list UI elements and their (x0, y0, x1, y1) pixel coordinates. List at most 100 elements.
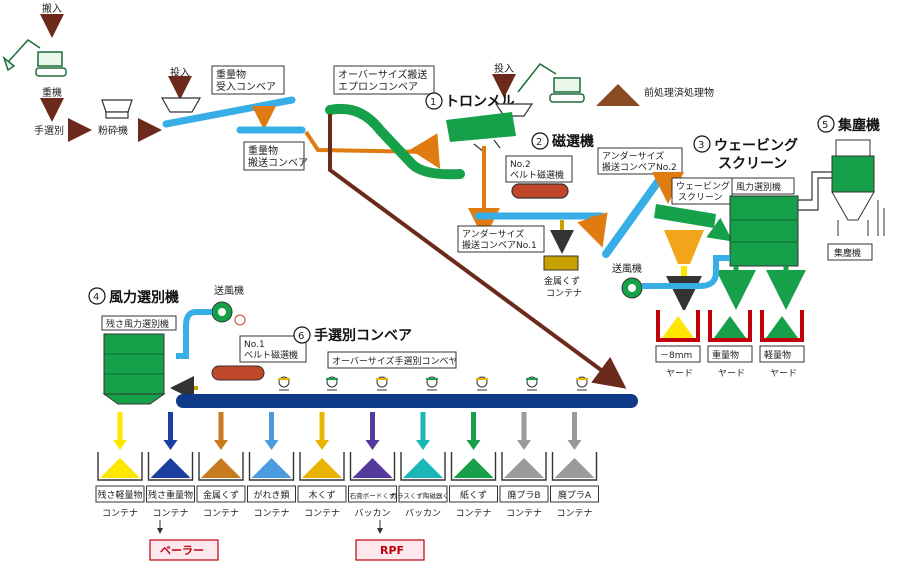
worker-icon (526, 376, 538, 391)
yard-sub: ヤード (718, 369, 745, 379)
heavy-receive-conveyor (162, 96, 296, 128)
weaving-small-label: ウェービング スクリーン (671, 177, 733, 205)
trommel-drum (446, 112, 516, 142)
workers-group (278, 376, 588, 391)
oversize-flow-line (328, 114, 627, 389)
dust-title: 集塵機 (837, 117, 880, 134)
yard-name: 軽量物 (764, 349, 791, 361)
svg-text:オーバーサイズ搬送: オーバーサイズ搬送 (338, 68, 427, 81)
svg-text:ベルト磁選機: ベルト磁選機 (510, 169, 564, 181)
worker-icon (476, 376, 488, 391)
svg-text:スクリーン: スクリーン (678, 192, 723, 203)
metal-container-label-2: コンテナ (546, 288, 582, 299)
oversize-hand-conveyor-label: オーバーサイズ手選別コンベヤ (332, 355, 457, 367)
bin-type: コンテナ (203, 508, 239, 519)
dust-collector-icon (831, 139, 885, 236)
bin-type: コンテナ (152, 508, 188, 519)
bin-name: 紙くず (460, 489, 487, 501)
svg-text:重量物: 重量物 (248, 144, 278, 157)
metal-container-icon (543, 255, 579, 271)
bin-type: コンテナ (556, 508, 592, 519)
bin-name: がれき類 (253, 489, 289, 501)
bin-type: コンテナ (102, 508, 138, 519)
svg-text:エプロンコンベア: エプロンコンベア (338, 81, 418, 93)
worker-icon (326, 376, 338, 391)
trommel-num: 1 (430, 97, 436, 108)
bin-type: バッカン (405, 508, 441, 519)
weaving-num: 3 (698, 140, 704, 151)
bin-name: 木くず (308, 489, 335, 501)
baler-output: ベーラー (160, 544, 204, 557)
svg-text:搬送コンベアNo.1: 搬送コンベアNo.1 (462, 239, 537, 251)
weaving-title-2: スクリーン (718, 156, 787, 172)
material-pile-icon (596, 84, 640, 106)
svg-text:搬送コンベア: 搬送コンベア (248, 156, 308, 169)
bin-name: 廃プラA (558, 489, 592, 501)
blower-mid-label: 送風機 (612, 262, 642, 275)
svg-text:アンダーサイズ: アンダーサイズ (602, 150, 664, 162)
yard-sub: ヤード (666, 369, 693, 379)
svg-text:残さ風力選別機: 残さ風力選別機 (106, 318, 169, 330)
yard-name: －8mm (660, 351, 692, 361)
input-label-right: 投入 (494, 62, 514, 75)
hand-sort-label: 手選別 (34, 124, 64, 137)
svg-text:No.1: No.1 (244, 340, 265, 350)
weaving-screen-deck (654, 204, 716, 228)
svg-text:風力選別機: 風力選別機 (736, 181, 781, 193)
weaving-funnel (664, 230, 704, 264)
svg-text:受入コンベア: 受入コンベア (216, 81, 276, 93)
svg-text:搬送コンベアNo.2: 搬送コンベアNo.2 (602, 161, 677, 173)
metal-container-label-1: 金属くず (544, 275, 580, 287)
worker-icon (576, 376, 588, 391)
oversize-apron-label: オーバーサイズ搬送 エプロンコンベア (333, 65, 435, 95)
bin-name: 石膏ボードくず (350, 491, 396, 500)
bin-name: 残さ軽量物 (97, 489, 142, 501)
magnet1-label: No.1 ベルト磁選機 (239, 335, 307, 363)
bins-group: 残さ軽量物コンテナ残さ重量物コンテナ金属くずコンテナがれき類コンテナ木くずコンテ… (95, 412, 599, 519)
heavy-receive-conveyor-label: 重量物 受入コンベア (211, 65, 285, 95)
worker-icon (278, 376, 290, 391)
input-hopper-label: 投入 (170, 66, 190, 79)
yard-0: －8mm ヤード (655, 310, 701, 379)
magnet-title: 磁選機 (552, 133, 594, 150)
magnet2-label: No.2 ベルト磁選機 (505, 155, 573, 183)
bin-9: 廃プラA コンテナ (550, 412, 599, 519)
dust-num: 5 (822, 120, 828, 131)
magnet-num: 2 (536, 137, 542, 148)
weaving-title-1: ウェービング (714, 137, 798, 154)
pretreated-label: 前処理済処理物 (644, 86, 714, 99)
svg-text:重量物: 重量物 (216, 68, 246, 81)
crusher-icon (101, 99, 133, 119)
svg-text:ベルト磁選機: ベルト磁選機 (244, 349, 298, 361)
svg-text:No.2: No.2 (510, 160, 531, 170)
bin-type: コンテナ (253, 508, 289, 519)
bin-type: コンテナ (304, 508, 340, 519)
svg-text:ウェービング: ウェービング (676, 180, 730, 192)
blower-mid-icon (621, 277, 643, 299)
under2-label: アンダーサイズ 搬送コンベアNo.2 (597, 147, 683, 175)
crusher-label: 粉砕機 (98, 124, 128, 137)
hand-conveyor-title: 手選別コンベア (314, 327, 412, 344)
dust-box-label: 集塵機 (834, 247, 861, 259)
under1-label: アンダーサイズ 搬送コンベアNo.1 (457, 225, 545, 253)
excavator-icon (2, 39, 67, 77)
blower-low-icon (211, 301, 246, 326)
hopper-icon (160, 97, 202, 113)
bin-name: 残さ重量物 (148, 489, 193, 501)
excavator-right-icon (517, 63, 585, 103)
yard-name: 重量物 (712, 349, 739, 361)
bin-name: 金属くず (203, 489, 239, 501)
bin-name: 廃プラB (507, 489, 540, 501)
